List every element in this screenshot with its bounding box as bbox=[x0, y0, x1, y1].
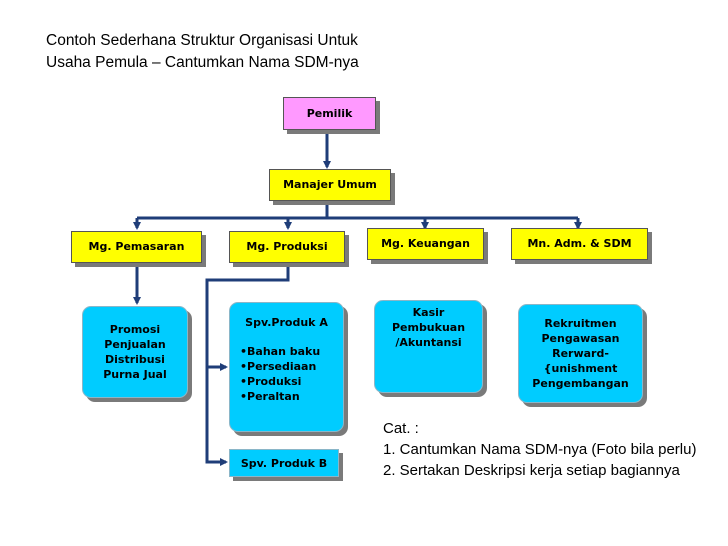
production-manager-box: Mg. Produksi bbox=[229, 231, 345, 263]
task-item: Pengembangan bbox=[532, 377, 629, 390]
task-item: Kasir bbox=[412, 306, 445, 319]
general-manager-label: Manajer Umum bbox=[283, 178, 377, 191]
note-heading: Cat. : bbox=[383, 420, 419, 437]
task-item: Distribusi bbox=[105, 353, 165, 366]
production-to-supervisors bbox=[205, 263, 290, 466]
supervisor-a-item: •Produksi bbox=[240, 375, 302, 388]
finance-tasks-box: Kasir Pembukuan /Akuntansi bbox=[374, 300, 483, 393]
supervisor-b-label: Spv. Produk B bbox=[240, 456, 328, 470]
diagram-title: Contoh Sederhana Struktur Organisasi Unt… bbox=[46, 30, 359, 74]
note-block: Cat. : 1. Cantumkan Nama SDM-nya (Foto b… bbox=[383, 418, 703, 481]
owner-box: Pemilik bbox=[283, 97, 376, 130]
task-item: Penjualan bbox=[104, 338, 166, 351]
finance-manager-label: Mg. Keuangan bbox=[381, 237, 470, 250]
title-line-2: Usaha Pemula – Cantumkan Nama SDM-nya bbox=[46, 54, 359, 71]
general-manager-box: Manajer Umum bbox=[269, 169, 391, 201]
supervisor-a-box: Spv.Produk A •Bahan baku •Persediaan •Pr… bbox=[229, 302, 344, 432]
supervisor-a-item: •Bahan baku bbox=[240, 345, 321, 358]
admin-hr-manager-label: Mn. Adm. & SDM bbox=[527, 237, 632, 250]
admin-hr-manager-box: Mn. Adm. & SDM bbox=[511, 228, 648, 260]
marketing-tasks-box: Promosi Penjualan Distribusi Purna Jual bbox=[82, 306, 188, 398]
owner-label: Pemilik bbox=[306, 106, 353, 120]
title-line-1: Contoh Sederhana Struktur Organisasi Unt… bbox=[46, 32, 358, 49]
marketing-manager-box: Mg. Pemasaran bbox=[71, 231, 202, 263]
supervisor-a-title: Spv.Produk A bbox=[245, 316, 328, 329]
supervisor-a-item: •Persediaan bbox=[240, 360, 317, 373]
finance-manager-box: Mg. Keuangan bbox=[367, 228, 484, 260]
note-line-1: 1. Cantumkan Nama SDM-nya (Foto bila per… bbox=[383, 441, 697, 458]
supervisor-a-item: •Peraltan bbox=[240, 390, 300, 403]
marketing-manager-label: Mg. Pemasaran bbox=[88, 240, 185, 253]
task-item: {unishment bbox=[543, 362, 618, 375]
task-item: Rekruitmen bbox=[544, 317, 617, 330]
note-line-2: 2. Sertakan Deskripsi kerja setiap bagia… bbox=[383, 462, 680, 479]
task-item: Pembukuan bbox=[391, 321, 466, 334]
supervisor-b-box: Spv. Produk B bbox=[229, 449, 339, 477]
task-item: Pengawasan bbox=[541, 332, 620, 345]
task-item: Promosi bbox=[109, 323, 161, 336]
task-item: Rerward- bbox=[552, 347, 609, 360]
hr-tasks-box: Rekruitmen Pengawasan Rerward- {unishmen… bbox=[518, 304, 643, 403]
task-item: Purna Jual bbox=[103, 368, 167, 381]
task-item: /Akuntansi bbox=[395, 336, 462, 349]
production-manager-label: Mg. Produksi bbox=[246, 240, 328, 253]
